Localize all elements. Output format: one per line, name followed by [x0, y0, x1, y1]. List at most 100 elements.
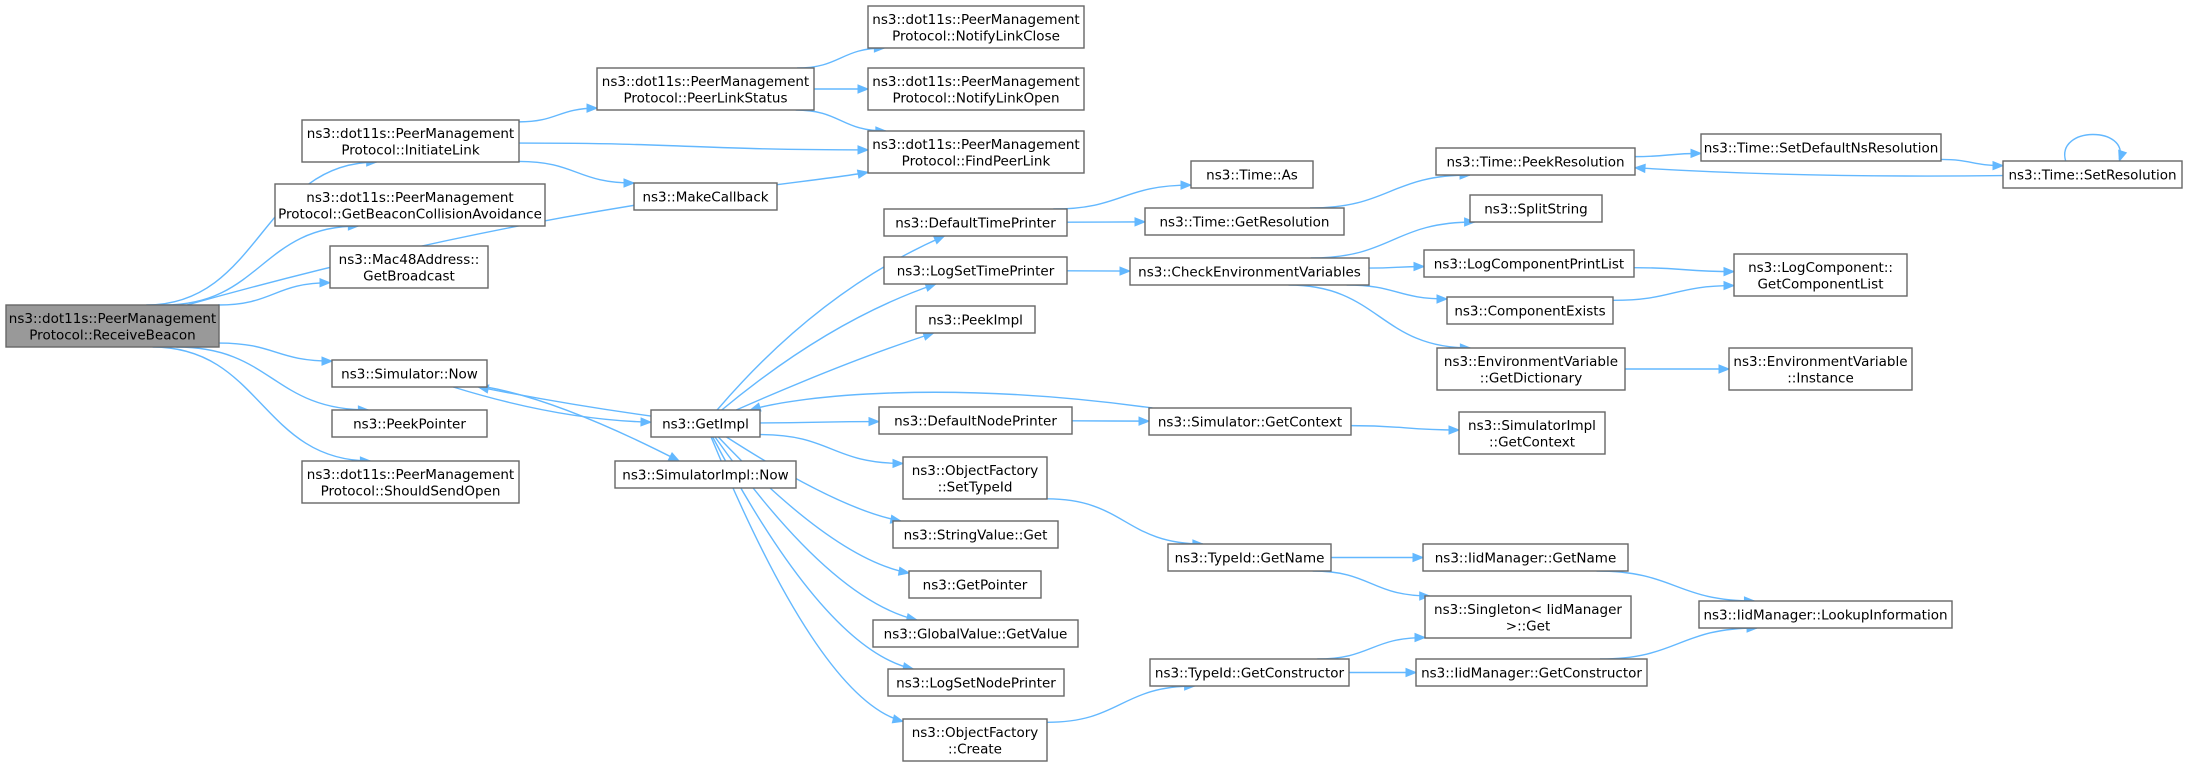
- node-label: Protocol::PeerLinkStatus: [624, 90, 788, 106]
- node-root[interactable]: ns3::dot11s::PeerManagementProtocol::Rec…: [5, 304, 220, 348]
- node-label: ns3::TypeId::GetName: [1175, 551, 1325, 567]
- node-stringValueGet[interactable]: ns3::StringValue::Get: [892, 520, 1059, 549]
- node-label: ns3::dot11s::PeerManagement: [307, 467, 514, 483]
- edge-timeSetDefaultNs-to-timeSetResolution: [1940, 158, 2005, 171]
- node-box: [915, 305, 1036, 334]
- node-label: ns3::EnvironmentVariable: [1444, 354, 1618, 370]
- node-peekPointer[interactable]: ns3::PeekPointer: [331, 409, 488, 438]
- edge-logComponentPrintList-to-logComponentGetList: [1633, 266, 1736, 277]
- node-label: ns3::DefaultTimePrinter: [895, 216, 1056, 232]
- node-iidGetConstructor[interactable]: ns3::IidManager::GetConstructor: [1415, 658, 1648, 687]
- node-singletonGet[interactable]: ns3::Singleton< IidManager >::Get: [1424, 595, 1632, 639]
- edge-logSetTimePrinter-to-checkEnv: [1066, 266, 1132, 276]
- node-simImplNow[interactable]: ns3::SimulatorImpl::Now: [614, 460, 797, 489]
- node-label: ns3::dot11s::PeerManagement: [9, 311, 216, 327]
- node-label: ns3::Time::GetResolution: [1159, 215, 1329, 231]
- node-simGetContext[interactable]: ns3::Simulator::GetContext: [1148, 407, 1352, 436]
- node-box: [614, 460, 797, 489]
- node-label: ns3::Time::SetResolution: [2008, 168, 2176, 184]
- node-box: [878, 406, 1073, 435]
- node-shouldSendOpen[interactable]: ns3::dot11s::PeerManagementProtocol::Sho…: [301, 460, 520, 504]
- node-box: [2002, 160, 2183, 189]
- edge-ofCreate-to-typeIdGetConstructor: [1046, 681, 1196, 723]
- node-getBeaconCollision[interactable]: ns3::dot11s::PeerManagementProtocol::Get…: [274, 183, 546, 227]
- node-logComponentPrintList[interactable]: ns3::LogComponentPrintList: [1423, 249, 1635, 278]
- edge-getImpl-to-ofCreate: [710, 436, 905, 724]
- node-logSetTimePrinter[interactable]: ns3::LogSetTimePrinter: [883, 256, 1068, 285]
- node-box: [867, 67, 1085, 111]
- node-label: ns3::Simulator::Now: [341, 367, 478, 383]
- node-logComponentGetList[interactable]: ns3::LogComponent::GetComponentList: [1733, 253, 1908, 297]
- node-getPointer[interactable]: ns3::GetPointer: [908, 570, 1042, 599]
- node-label: ns3::dot11s::PeerManagement: [872, 12, 1079, 28]
- node-iidGetName[interactable]: ns3::IidManager::GetName: [1422, 543, 1629, 572]
- node-typeIdGetName[interactable]: ns3::TypeId::GetName: [1167, 543, 1332, 572]
- node-initiateLink[interactable]: ns3::dot11s::PeerManagementProtocol::Ini…: [301, 119, 520, 163]
- node-label: ns3::TypeId::GetConstructor: [1155, 666, 1345, 682]
- node-iidLookup[interactable]: ns3::IidManager::LookupInformation: [1698, 600, 1953, 629]
- node-getImpl[interactable]: ns3::GetImpl: [650, 409, 761, 438]
- node-getBroadcast[interactable]: ns3::Mac48Address::GetBroadcast: [329, 245, 489, 289]
- edge-ofSetTypeId-to-typeIdGetName: [1046, 498, 1205, 549]
- node-label: ns3::EnvironmentVariable: [1733, 354, 1907, 370]
- node-label: ns3::Time::SetDefaultNsResolution: [1704, 141, 1939, 157]
- node-label: ::Instance: [1787, 370, 1854, 386]
- node-timeSetDefaultNs[interactable]: ns3::Time::SetDefaultNsResolution: [1700, 133, 1942, 162]
- node-box: [301, 119, 520, 163]
- node-label: ns3::SimulatorImpl: [1468, 418, 1596, 434]
- node-peerLinkStatus[interactable]: ns3::dot11s::PeerManagementProtocol::Pee…: [596, 67, 815, 111]
- node-label: ns3::IidManager::LookupInformation: [1703, 608, 1947, 624]
- node-label: ns3::MakeCallback: [642, 190, 768, 206]
- node-box: [1469, 194, 1603, 223]
- node-label: ns3::dot11s::PeerManagement: [307, 126, 514, 142]
- node-label: ns3::ObjectFactory: [912, 725, 1039, 741]
- node-box: [1458, 411, 1606, 455]
- node-peekImpl[interactable]: ns3::PeekImpl: [915, 305, 1036, 334]
- node-timePeekResolution[interactable]: ns3::Time::PeekResolution: [1435, 147, 1636, 176]
- node-label: Protocol::FindPeerLink: [902, 153, 1051, 169]
- node-box: [1700, 133, 1942, 162]
- node-label: ns3::StringValue::Get: [904, 528, 1048, 544]
- node-box: [5, 304, 220, 348]
- node-typeIdGetConstructor[interactable]: ns3::TypeId::GetConstructor: [1149, 658, 1350, 687]
- node-findPeerLink[interactable]: ns3::dot11s::PeerManagementProtocol::Fin…: [867, 130, 1085, 174]
- node-notifyOpen[interactable]: ns3::dot11s::PeerManagementProtocol::Not…: [867, 67, 1085, 111]
- node-box: [1422, 543, 1629, 572]
- node-splitString[interactable]: ns3::SplitString: [1469, 194, 1603, 223]
- node-envInstance[interactable]: ns3::EnvironmentVariable::Instance: [1728, 347, 1913, 391]
- node-notifyClose[interactable]: ns3::dot11s::PeerManagementProtocol::Not…: [867, 5, 1085, 49]
- node-defaultTimePrinter[interactable]: ns3::DefaultTimePrinter: [883, 208, 1068, 237]
- node-globalValueGetValue[interactable]: ns3::GlobalValue::GetValue: [872, 619, 1079, 648]
- edge-typeIdGetConstructor-to-singletonGet: [1317, 632, 1427, 660]
- edge-getImpl-to-defaultTimePrinter: [716, 235, 946, 411]
- node-simImplGetContext[interactable]: ns3::SimulatorImpl::GetContext: [1458, 411, 1606, 455]
- node-box: [892, 520, 1059, 549]
- node-label: Protocol::ReceiveBeacon: [29, 327, 195, 343]
- node-logSetNodePrinter[interactable]: ns3::LogSetNodePrinter: [887, 668, 1065, 697]
- node-label: ns3::SimulatorImpl::Now: [622, 468, 788, 484]
- node-box: [1190, 160, 1314, 189]
- edge-typeIdGetName-to-singletonGet: [1312, 570, 1432, 601]
- node-label: >::Get: [1506, 618, 1550, 634]
- node-timeGetResolution[interactable]: ns3::Time::GetResolution: [1144, 207, 1345, 236]
- node-label: ns3::Time::PeekResolution: [1446, 155, 1624, 171]
- node-box: [1149, 658, 1350, 687]
- node-ofCreate[interactable]: ns3::ObjectFactory::Create: [902, 718, 1048, 762]
- node-makeCallback[interactable]: ns3::MakeCallback: [633, 182, 778, 211]
- node-simNow[interactable]: ns3::Simulator::Now: [331, 359, 488, 388]
- node-componentExists[interactable]: ns3::ComponentExists: [1446, 296, 1614, 325]
- node-label: GetComponentList: [1757, 276, 1883, 292]
- node-defaultNodePrinter[interactable]: ns3::DefaultNodePrinter: [878, 406, 1073, 435]
- node-label: Protocol::NotifyLinkOpen: [892, 90, 1059, 106]
- node-checkEnv[interactable]: ns3::CheckEnvironmentVariables: [1129, 257, 1370, 286]
- node-ofSetTypeId[interactable]: ns3::ObjectFactory::SetTypeId: [902, 456, 1048, 500]
- node-label: ns3::GlobalValue::GetValue: [884, 627, 1068, 643]
- node-envGetDictionary[interactable]: ns3::EnvironmentVariable::GetDictionary: [1436, 347, 1626, 391]
- node-timeSetResolution[interactable]: ns3::Time::SetResolution: [2002, 160, 2183, 189]
- node-timeAs[interactable]: ns3::Time::As: [1190, 160, 1314, 189]
- node-box: [633, 182, 778, 211]
- node-box: [883, 256, 1068, 285]
- edge-timePeekResolution-to-timeSetDefaultNs: [1634, 148, 1703, 159]
- node-label: ns3::dot11s::PeerManagement: [872, 74, 1079, 90]
